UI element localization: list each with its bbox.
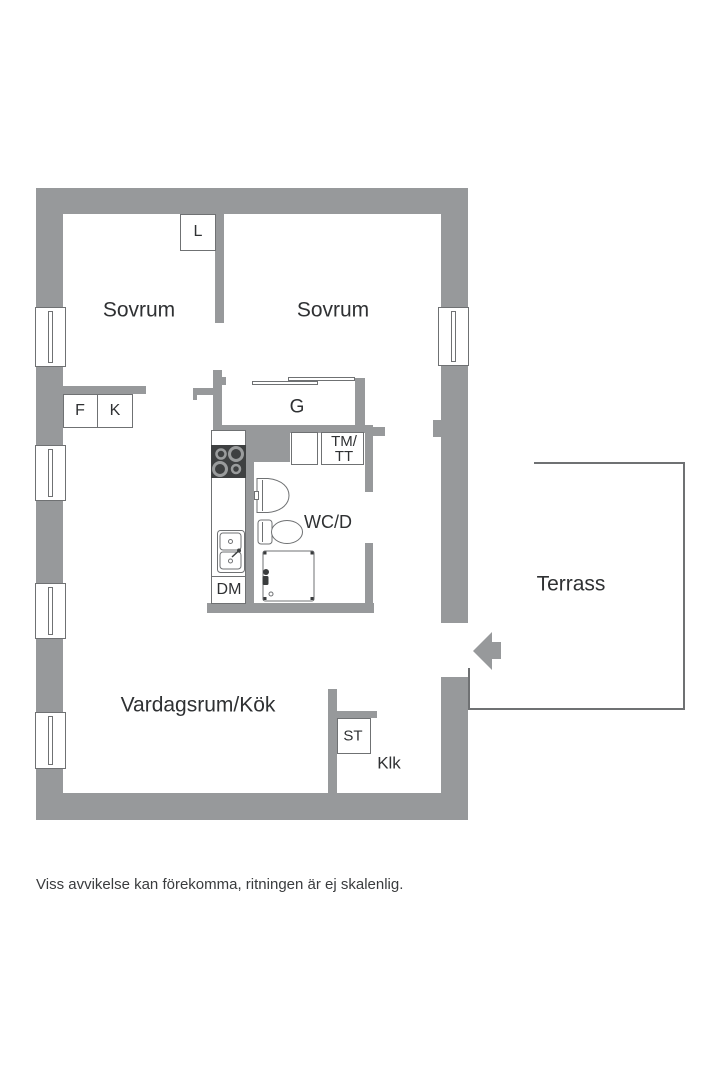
closet-label-f: F [75,402,85,419]
shower [262,550,315,602]
washer-empty-box [291,432,318,465]
wall-top [36,188,468,214]
room-label-bedroom-right: Sovrum [296,298,370,322]
room-label-terrace: Terrass [536,572,606,596]
wall-bedroom2-door-tick [433,420,441,437]
wall-bath-right-upper [365,433,373,492]
wall-bath-right-lower [365,543,373,608]
entrance-arrow-icon [471,630,503,672]
window-pane [47,311,53,363]
window-left-4 [35,712,66,769]
window-pane [47,587,53,635]
fridge-k-box [97,394,133,428]
wall-klk-vertical [328,689,337,793]
washer-line2: TT [334,448,354,465]
wall-bedroom-partition [215,214,224,323]
window-left-2 [35,445,66,501]
stove-burners-icon [212,446,244,477]
wall-junction-vertical [213,370,222,430]
closet-label-klk: Klk [377,753,401,773]
window-right-1 [438,307,469,366]
window-left-3 [35,583,66,639]
wall-right [441,188,468,820]
room-label-bedroom-left: Sovrum [102,298,176,322]
kitchen-sink-icon [217,530,245,573]
wall-fk-arm [63,386,146,394]
wall-junction-tick [222,377,226,385]
washer-line1: TM/ [331,433,357,450]
shower-icon [262,550,315,602]
wardrobe-g-door-line-1 [252,381,318,385]
window-pane [47,716,53,765]
appliance-label-dishwasher: DM [216,581,242,598]
toilet [257,517,304,547]
closet-label-g: G [289,396,305,418]
entrance-door-opening [441,623,468,677]
wall-bath-chunk [253,433,290,462]
kitchen-counter-divider [212,576,245,577]
kitchen-sink [217,530,245,573]
disclaimer-text: Viss avvikelse kan förekomma, ritningen … [36,876,404,893]
closet-label-k: K [109,402,121,419]
washbasin [254,477,291,514]
room-label-bathroom: WC/D [304,512,352,532]
terrace-border-left [468,668,470,708]
wall-below-g [222,425,373,433]
washbasin-icon [254,478,290,513]
terrace-border-bottom [468,708,685,710]
closet-label-st: ST [343,727,363,745]
window-left-1 [35,307,66,367]
washer-dryer-box [321,432,364,465]
closet-l-box [180,214,216,251]
room-label-living-kitchen: Vardagsrum/Kök [120,693,276,717]
storage-st-box [337,718,371,754]
terrace-border-right [683,462,685,710]
stove [211,445,246,478]
wall-g-right [355,378,365,430]
freezer-f-box [63,394,98,428]
closet-label-l: L [193,223,203,240]
wall-bath-bottom [207,603,374,613]
wall-junction-arm-tick [193,395,197,400]
wall-bottom [36,793,468,820]
wall-g-stub-right [365,427,385,436]
wall-klk-arm [337,711,377,718]
toilet-icon [257,519,303,545]
terrace-border-top [534,462,684,464]
appliance-label-washer-dryer: TM/ TT [331,434,357,464]
window-pane [450,311,456,362]
wall-junction-arm-left [193,388,213,395]
wall-kitchen-bath [246,433,254,608]
wardrobe-g-door-line-2 [288,377,355,381]
window-pane [47,449,53,497]
